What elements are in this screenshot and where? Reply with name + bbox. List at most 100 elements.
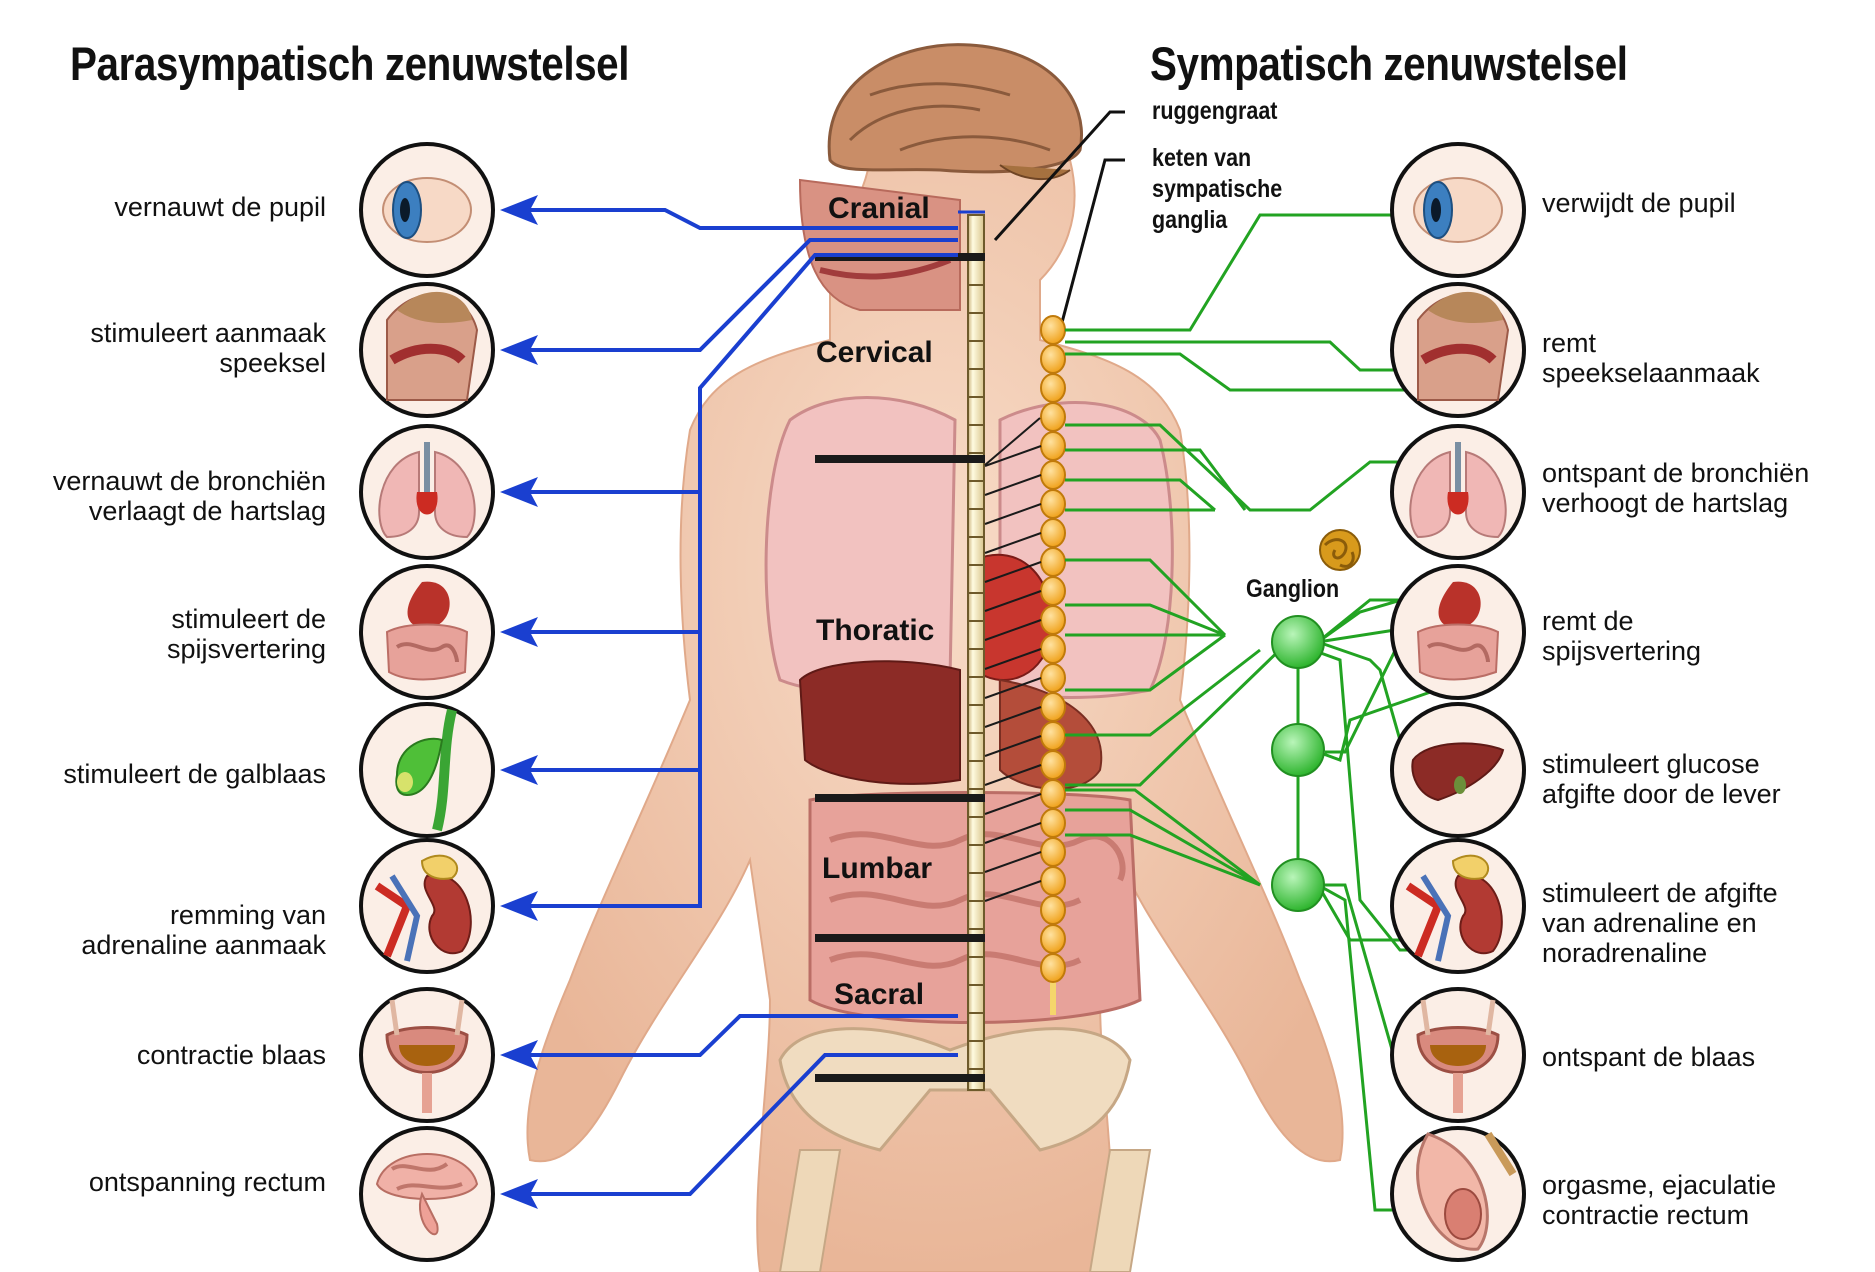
symp-effect-label: remt de spijsvertering <box>1542 606 1702 666</box>
region-thoratic: Thoratic <box>816 614 935 647</box>
arrowhead <box>500 1040 538 1070</box>
pelvis <box>778 1027 1152 1272</box>
chain-ganglion-bead <box>1040 634 1066 664</box>
ramus-line <box>984 735 1042 757</box>
parasympathetic-title: Parasympatisch zenuwstelsel <box>70 37 630 90</box>
chain-ganglion-bead <box>1040 953 1066 983</box>
para-effect-label: ontspanning rectum <box>88 1167 326 1197</box>
rectum-icon <box>359 1126 495 1262</box>
arrowhead <box>500 335 538 365</box>
chain-ganglion-bead <box>1040 344 1066 374</box>
chain-ganglion-bead <box>1040 489 1066 519</box>
chain-ganglion-bead <box>1040 750 1066 780</box>
ramus-line <box>984 503 1042 525</box>
para-effect-label: remming van adrenaline aanmaak <box>81 900 326 960</box>
ramus-line <box>984 445 1042 467</box>
chain-ganglion-bead <box>1040 779 1066 809</box>
stomach-intestine-icon <box>359 564 495 700</box>
arrowhead <box>500 755 538 785</box>
chain-ganglion-bead <box>1040 663 1066 693</box>
chain-connectors <box>984 417 1041 466</box>
ganglion-node <box>1271 615 1325 669</box>
ramus-line <box>984 822 1042 844</box>
region-lumbar: Lumbar <box>822 852 933 885</box>
chain-ganglion-bead <box>1040 837 1066 867</box>
region-cervical: Cervical <box>816 336 933 369</box>
chain-ganglion-bead <box>1040 895 1066 925</box>
para-effect-label: vernauwt de bronchiën verlaagt de hartsl… <box>52 466 326 526</box>
arrowhead <box>500 195 538 225</box>
ramus-line <box>984 851 1042 873</box>
ramus-line <box>984 793 1042 815</box>
kidney-adrenal-icon <box>359 838 495 974</box>
chain-ganglion-bead <box>1040 431 1066 461</box>
arrowhead <box>500 477 538 507</box>
lungs-heart-icon <box>359 424 495 560</box>
eye-icon <box>359 142 495 278</box>
chain-ganglion-bead <box>1040 692 1066 722</box>
para-effect-label: stimuleert de spijsvertering <box>166 604 326 664</box>
symp-effect-label: orgasme, ejaculatie contractie rectum <box>1542 1170 1777 1230</box>
symp-effect-label: stimuleert de afgifte van adrenaline en … <box>1542 878 1778 968</box>
ramus-line <box>984 880 1042 902</box>
chain-ganglion-bead <box>1040 808 1066 838</box>
chain-ganglion-bead <box>1040 866 1066 896</box>
mouth-throat-icon <box>1390 282 1526 418</box>
reproductive-organ-icon <box>1390 1126 1526 1262</box>
ganglion-icon <box>1319 529 1361 571</box>
symp-effect-label: verwijdt de pupil <box>1542 188 1736 218</box>
para-effect-label: contractie blaas <box>136 1040 326 1070</box>
arrowhead <box>500 891 538 921</box>
ramus-line <box>984 474 1042 496</box>
chain-to-spine-links <box>984 445 1042 902</box>
arrowhead <box>500 617 538 647</box>
parasympathetic-arrowheads <box>500 195 538 1209</box>
symp-effect-label: ontspant de bronchiën verhoogt de hartsl… <box>1542 458 1810 518</box>
chain-ganglion-bead <box>1040 605 1066 635</box>
ramus-line <box>984 532 1042 554</box>
chain-ganglion-bead <box>1040 576 1066 606</box>
lungs-heart-icon <box>1390 424 1526 560</box>
para-effect-label: stimuleert de galblaas <box>63 759 326 789</box>
ramus-line <box>984 561 1042 583</box>
bladder-icon <box>1390 987 1526 1123</box>
head-crosssection <box>798 178 961 311</box>
brain-icon <box>827 43 1083 181</box>
chain-ganglion-bead <box>1040 924 1066 954</box>
parasympathetic-icons <box>359 142 495 1262</box>
region-cranial: Cranial <box>828 192 930 225</box>
ramus-line <box>984 648 1042 670</box>
ramus-line <box>984 677 1042 699</box>
spine-label: ruggengraat <box>1152 97 1278 125</box>
symp-effect-label: stimuleert glucose afgifte door de lever <box>1542 749 1781 809</box>
ramus-line <box>984 764 1042 786</box>
ganglion-node <box>1271 858 1325 912</box>
stomach-intestine-icon <box>1390 564 1526 700</box>
chain-ganglion-bead <box>1040 460 1066 490</box>
region-sacral: Sacral <box>834 978 925 1011</box>
chain-ganglion-bead <box>1040 373 1066 403</box>
ramus-line <box>984 590 1042 612</box>
ganglion-nodes <box>1271 615 1325 912</box>
spinal-cord <box>967 214 985 1091</box>
mouth-throat-icon <box>359 282 495 418</box>
chain-ganglion-bead <box>1040 547 1066 577</box>
ganglion-label: Ganglion <box>1246 575 1340 603</box>
para-effect-label: stimuleert aanmaak speeksel <box>90 318 326 378</box>
arrowhead <box>500 1179 538 1209</box>
symp-effect-label: ontspant de blaas <box>1542 1042 1756 1072</box>
ganglion-node <box>1271 723 1325 777</box>
ramus-line <box>984 706 1042 728</box>
sympathetic-title: Sympatisch zenuwstelsel <box>1150 37 1628 90</box>
sympathetic-icons <box>1390 142 1526 1262</box>
chain-label: keten van sympatische ganglia <box>1152 144 1283 234</box>
chain-ganglion-bead <box>1040 315 1066 345</box>
chain-ganglion-bead <box>1040 518 1066 548</box>
chain-ganglion-bead <box>1040 402 1066 432</box>
chain-ganglion-bead <box>1040 721 1066 751</box>
kidney-adrenal-icon <box>1390 838 1526 974</box>
parasympathetic-pathways <box>525 208 958 1196</box>
spine-segments <box>968 284 984 1070</box>
